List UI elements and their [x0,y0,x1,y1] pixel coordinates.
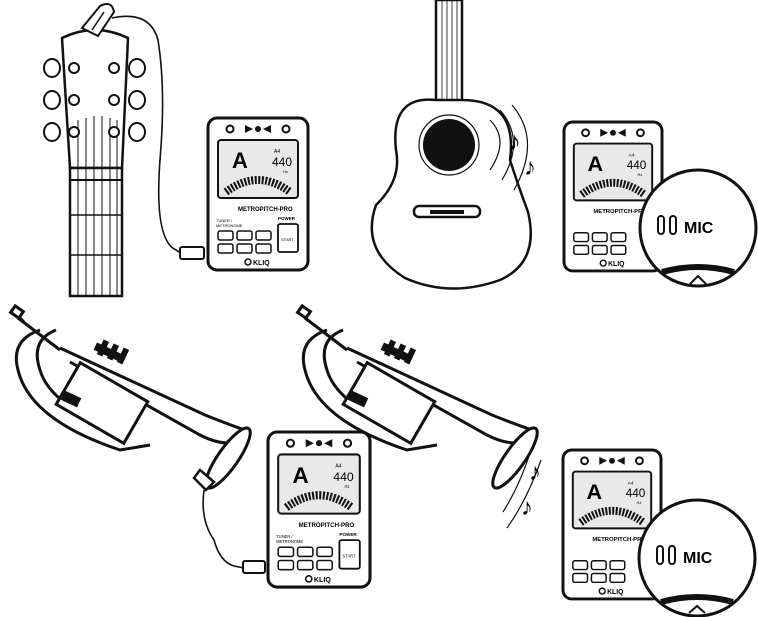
guitar-neck [68,166,124,298]
acoustic-neck [434,0,464,112]
mic-label: MIC [684,220,714,237]
cable [202,489,245,569]
clip-sensor [192,468,216,492]
sound-hole [423,119,475,171]
ref-label: A4 [274,149,280,155]
music-note-icon: ♪ [521,494,533,521]
tuning-pegs [43,58,146,142]
mode-label-1: TUNER / [216,218,233,223]
up-button[interactable] [255,230,272,241]
model-name: METROPITCH-PRO [593,209,647,215]
brand-logo: KLIQ [253,260,270,267]
mode-button[interactable] [217,230,234,241]
trumpet [8,303,252,490]
note-display: A [588,151,604,176]
start-label: START [281,237,294,242]
tap-button[interactable] [217,243,234,254]
power-label: POWER [278,216,296,221]
ref-label: A4 [335,464,341,470]
note-display: A [587,479,603,504]
music-note-icon: ♪ [529,459,541,486]
mode-label-2: METRONOME [276,539,303,544]
model-name: METROPITCH-PRO [238,207,293,213]
note-display: A [292,463,308,488]
sound-button[interactable] [236,243,253,254]
acoustic-body [370,98,532,290]
jack-plug [179,246,205,260]
panel-acoustic-mic: ♪ ♪ A A4 440 Hz METROPITCH-PRO KLIQ [370,0,758,290]
brand-logo: KLIQ [314,576,331,584]
panel-trumpet-mic: ♪ ♪ A A4 440 Hz METROPITCH-PRO KLIQ [295,303,757,617]
mode-label-2: METRONOME [216,223,243,228]
cable [111,15,183,255]
down-button[interactable] [255,243,272,254]
start-label: START [342,553,355,558]
ref-value: 440 [626,487,646,500]
model-name: METROPITCH-PRO [592,537,646,543]
ref-unit: Hz [638,172,643,177]
ref-value: 440 [272,155,292,169]
jack-plug [242,560,266,574]
mode-label-1: TUNER / [276,534,293,539]
ref-label: A4 [629,152,635,158]
mic-callout: MIC [637,498,757,617]
ref-label: A4 [628,480,634,486]
brand-logo: KLIQ [607,589,624,596]
tuner-device: A A4 440 Hz METROPITCH-PRO TUNER / METRO… [206,116,310,272]
brand-logo: KLIQ [608,261,625,268]
ref-value: 440 [333,470,354,484]
panel-trumpet-clip: A A4 440 Hz METROPITCH-PRO TUNER / METRO… [8,303,372,589]
power-label: POWER [339,532,357,537]
music-note-icon: ♪ [524,154,536,181]
note-display: A [232,148,248,173]
trumpet-valves [60,339,130,408]
trumpet [295,303,539,490]
ref-unit: Hz [283,169,288,174]
mic-label: MIC [683,550,713,567]
model-name: METROPITCH-PRO [299,522,355,529]
start-button[interactable] [277,223,299,253]
mic-callout: MIC [638,168,758,288]
panel-headstock-clip: A A4 440 Hz METROPITCH-PRO TUNER / METRO… [43,3,310,298]
music-note-icon: ♪ [508,126,521,156]
ref-value: 440 [627,159,647,172]
ref-unit: Hz [345,484,350,489]
ref-unit: Hz [637,500,642,505]
set-button[interactable] [236,230,253,241]
